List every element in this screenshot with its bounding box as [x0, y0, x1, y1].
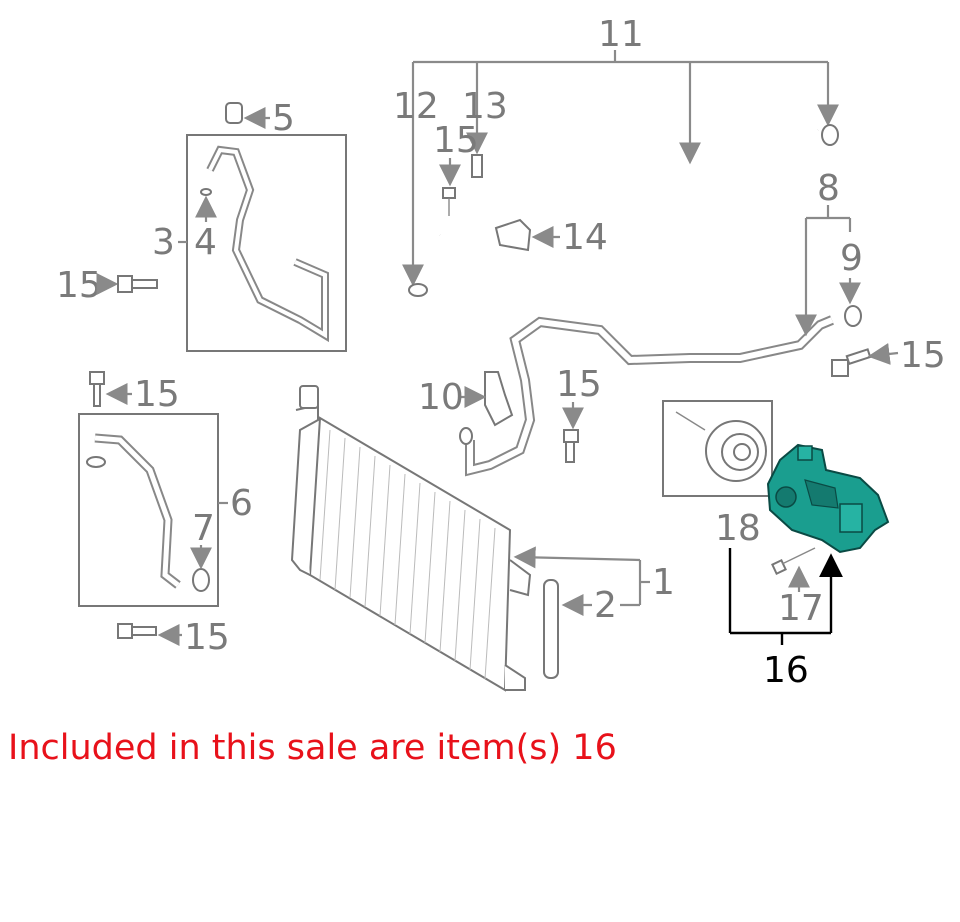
- bolt-15a: [442, 187, 456, 199]
- liquid-line-3-part: [206, 145, 329, 343]
- callout-7: 7: [192, 508, 215, 549]
- bolt-17-part: [771, 559, 787, 575]
- cap-5-part: [225, 102, 243, 124]
- callout-12: 12: [393, 86, 439, 127]
- bracket-10-part: [484, 371, 514, 427]
- callout-15c: 15: [134, 374, 180, 415]
- o-ring-7: [192, 568, 210, 592]
- bracket-14-part: [494, 218, 532, 252]
- callout-15d: 15: [184, 617, 230, 658]
- ac-parts-diagram: 11 12 13 15 14 3 4 5 15 6 7 15: [56, 14, 946, 692]
- callout-14: 14: [562, 217, 608, 258]
- callout-13: 13: [462, 86, 508, 127]
- callout-11: 11: [598, 14, 644, 55]
- bolt-15b: [117, 275, 133, 293]
- callout-15e: 15: [900, 335, 946, 376]
- receiver-drier-2: [543, 579, 559, 679]
- callout-8-leader: [795, 205, 861, 337]
- bolt-15e: [831, 359, 849, 377]
- callout-18: 18: [715, 508, 761, 549]
- callout-9: 9: [840, 238, 863, 279]
- condenser-part: [290, 385, 532, 692]
- callout-15f: 15: [556, 364, 602, 405]
- sale-caption: Included in this sale are item(s) 16: [8, 728, 617, 768]
- callout-16: 16: [763, 650, 809, 691]
- callout-17: 17: [778, 588, 824, 629]
- callout-2: 2: [594, 585, 617, 626]
- callout-6: 6: [230, 483, 253, 524]
- callout-16-leader: [728, 548, 843, 645]
- callout-4: 4: [194, 222, 217, 263]
- callout-1-leader: [513, 546, 650, 607]
- bolt-15c: [89, 371, 105, 385]
- callout-15a: 15: [433, 120, 479, 161]
- o-ring-9: [844, 305, 862, 327]
- callout-8: 8: [817, 168, 840, 209]
- callout-5: 5: [272, 98, 295, 139]
- bolt-15f: [563, 429, 579, 443]
- callout-1: 1: [652, 562, 675, 603]
- ac-compressor-16-part: [766, 443, 890, 554]
- group-box-18: [662, 400, 773, 497]
- callout-3: 3: [152, 222, 175, 263]
- callout-15b: 15: [56, 265, 102, 306]
- suction-hose-part: [408, 124, 839, 297]
- group-box-6: [78, 413, 219, 607]
- bolt-15d: [117, 623, 133, 639]
- callout-11-leader: [402, 50, 839, 287]
- callout-10: 10: [418, 377, 464, 418]
